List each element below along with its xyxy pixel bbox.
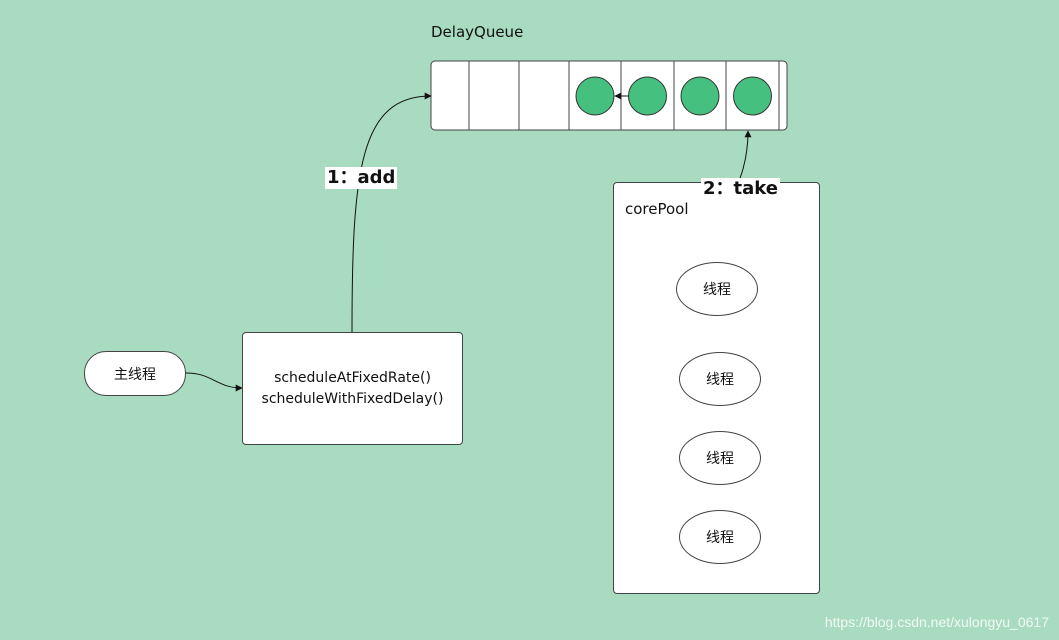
thread-label: 线程 <box>706 451 734 467</box>
thread-label: 线程 <box>703 282 731 298</box>
queue-item <box>575 76 615 116</box>
core-pool-label: corePool <box>625 200 689 218</box>
schedule-at-fixed-rate-label: scheduleAtFixedRate() <box>274 369 431 386</box>
delay-queue-title: DelayQueue <box>431 23 524 41</box>
thread-label: 线程 <box>706 372 734 388</box>
thread-node: 线程 <box>676 262 758 316</box>
thread-node: 线程 <box>679 431 761 485</box>
main-thread-label: 主线程 <box>114 366 156 383</box>
main-thread-connector <box>183 372 243 392</box>
queue-slot-dividers <box>468 61 780 130</box>
main-thread-node: 主线程 <box>84 351 186 396</box>
thread-label: 线程 <box>706 530 734 546</box>
thread-node: 线程 <box>679 352 761 406</box>
schedule-with-fixed-delay-label: scheduleWithFixedDelay() <box>261 390 444 407</box>
schedule-methods-box: scheduleAtFixedRate() scheduleWithFixedD… <box>242 332 463 445</box>
queue-item <box>733 76 772 116</box>
thread-node: 线程 <box>679 510 761 564</box>
watermark: https://blog.csdn.net/xulongyu_0617 <box>824 614 1049 630</box>
queue-item <box>680 76 720 116</box>
add-step-label: 1：add <box>325 167 398 189</box>
add-arrow <box>351 92 432 333</box>
queue-item <box>628 76 667 116</box>
take-step-label: 2：take <box>701 178 780 200</box>
queue-items <box>575 76 772 116</box>
